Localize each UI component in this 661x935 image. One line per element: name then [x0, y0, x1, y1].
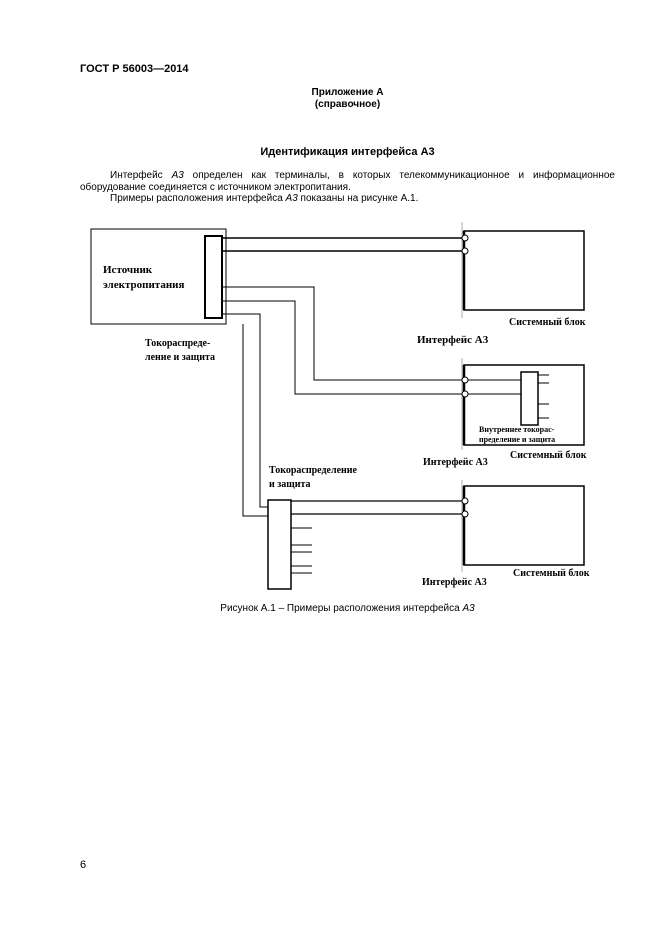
paragraph-term: А3 — [171, 170, 184, 181]
appendix-title: Приложение А — [311, 87, 384, 98]
paragraph-text: Интерфейс — [110, 170, 172, 181]
interface-label: Интерфейс А3 — [417, 334, 489, 346]
caption-text: Рисунок А.1 – Примеры расположения интер… — [220, 603, 463, 614]
caption-term: А3 — [462, 603, 475, 614]
section-title: Идентификация интерфейса А3 — [260, 146, 435, 158]
figure-caption: Рисунок А.1 – Примеры расположения интер… — [80, 603, 615, 614]
terminal-circle — [461, 497, 469, 505]
terminal-circle — [461, 247, 469, 255]
external-distribution-label: и защита — [269, 479, 311, 490]
terminal-circle — [461, 510, 469, 518]
terminal-circle — [461, 234, 469, 242]
main-distribution-bar — [204, 235, 223, 319]
system-block-label: Системный блок — [513, 568, 590, 579]
wire — [222, 313, 268, 508]
paragraph-text: Примеры расположения интерфейса — [110, 193, 286, 204]
wire — [242, 324, 268, 517]
appendix-subtitle: (справочное) — [314, 99, 381, 110]
paragraph-text: определен как терминалы, в которых телек… — [80, 170, 615, 193]
system-block-label: Системный блок — [510, 450, 587, 461]
main-distribution-label: ление и защита — [145, 352, 215, 363]
paragraph-term: А3 — [285, 193, 298, 204]
system-block-box — [463, 364, 585, 446]
paragraph-text: показаны на рисунке А.1. — [297, 193, 419, 204]
power-source-label: электропитания — [103, 279, 184, 291]
internal-distribution-label: пределение и защита — [479, 435, 555, 444]
system-block-label: Системный блок — [509, 317, 586, 328]
power-source-label: Источник — [103, 264, 153, 276]
interface-label: Интерфейс А3 — [422, 577, 487, 588]
system-block-box — [463, 230, 585, 311]
paragraph-definition: Интерфейс А3 определен как терминалы, в … — [80, 170, 615, 193]
power-source-box — [90, 228, 227, 325]
terminal-circle — [461, 390, 469, 398]
wire — [222, 286, 462, 381]
external-distribution-label: Токораспределение — [269, 465, 358, 476]
wire — [222, 300, 462, 395]
paragraph-examples: Примеры расположения интерфейса А3 показ… — [80, 193, 615, 205]
internal-distribution-bar — [520, 371, 539, 426]
terminal-circle — [461, 376, 469, 384]
main-distribution-label: Токораспреде- — [145, 338, 210, 349]
internal-distribution-label: Внутреннее токорас- — [479, 425, 555, 434]
standard-header: ГОСТ Р 56003—2014 — [80, 63, 189, 75]
interface-label: Интерфейс А3 — [423, 457, 488, 468]
external-distribution-bar — [267, 499, 292, 590]
system-block-box — [463, 485, 585, 566]
page-number: 6 — [80, 859, 87, 871]
